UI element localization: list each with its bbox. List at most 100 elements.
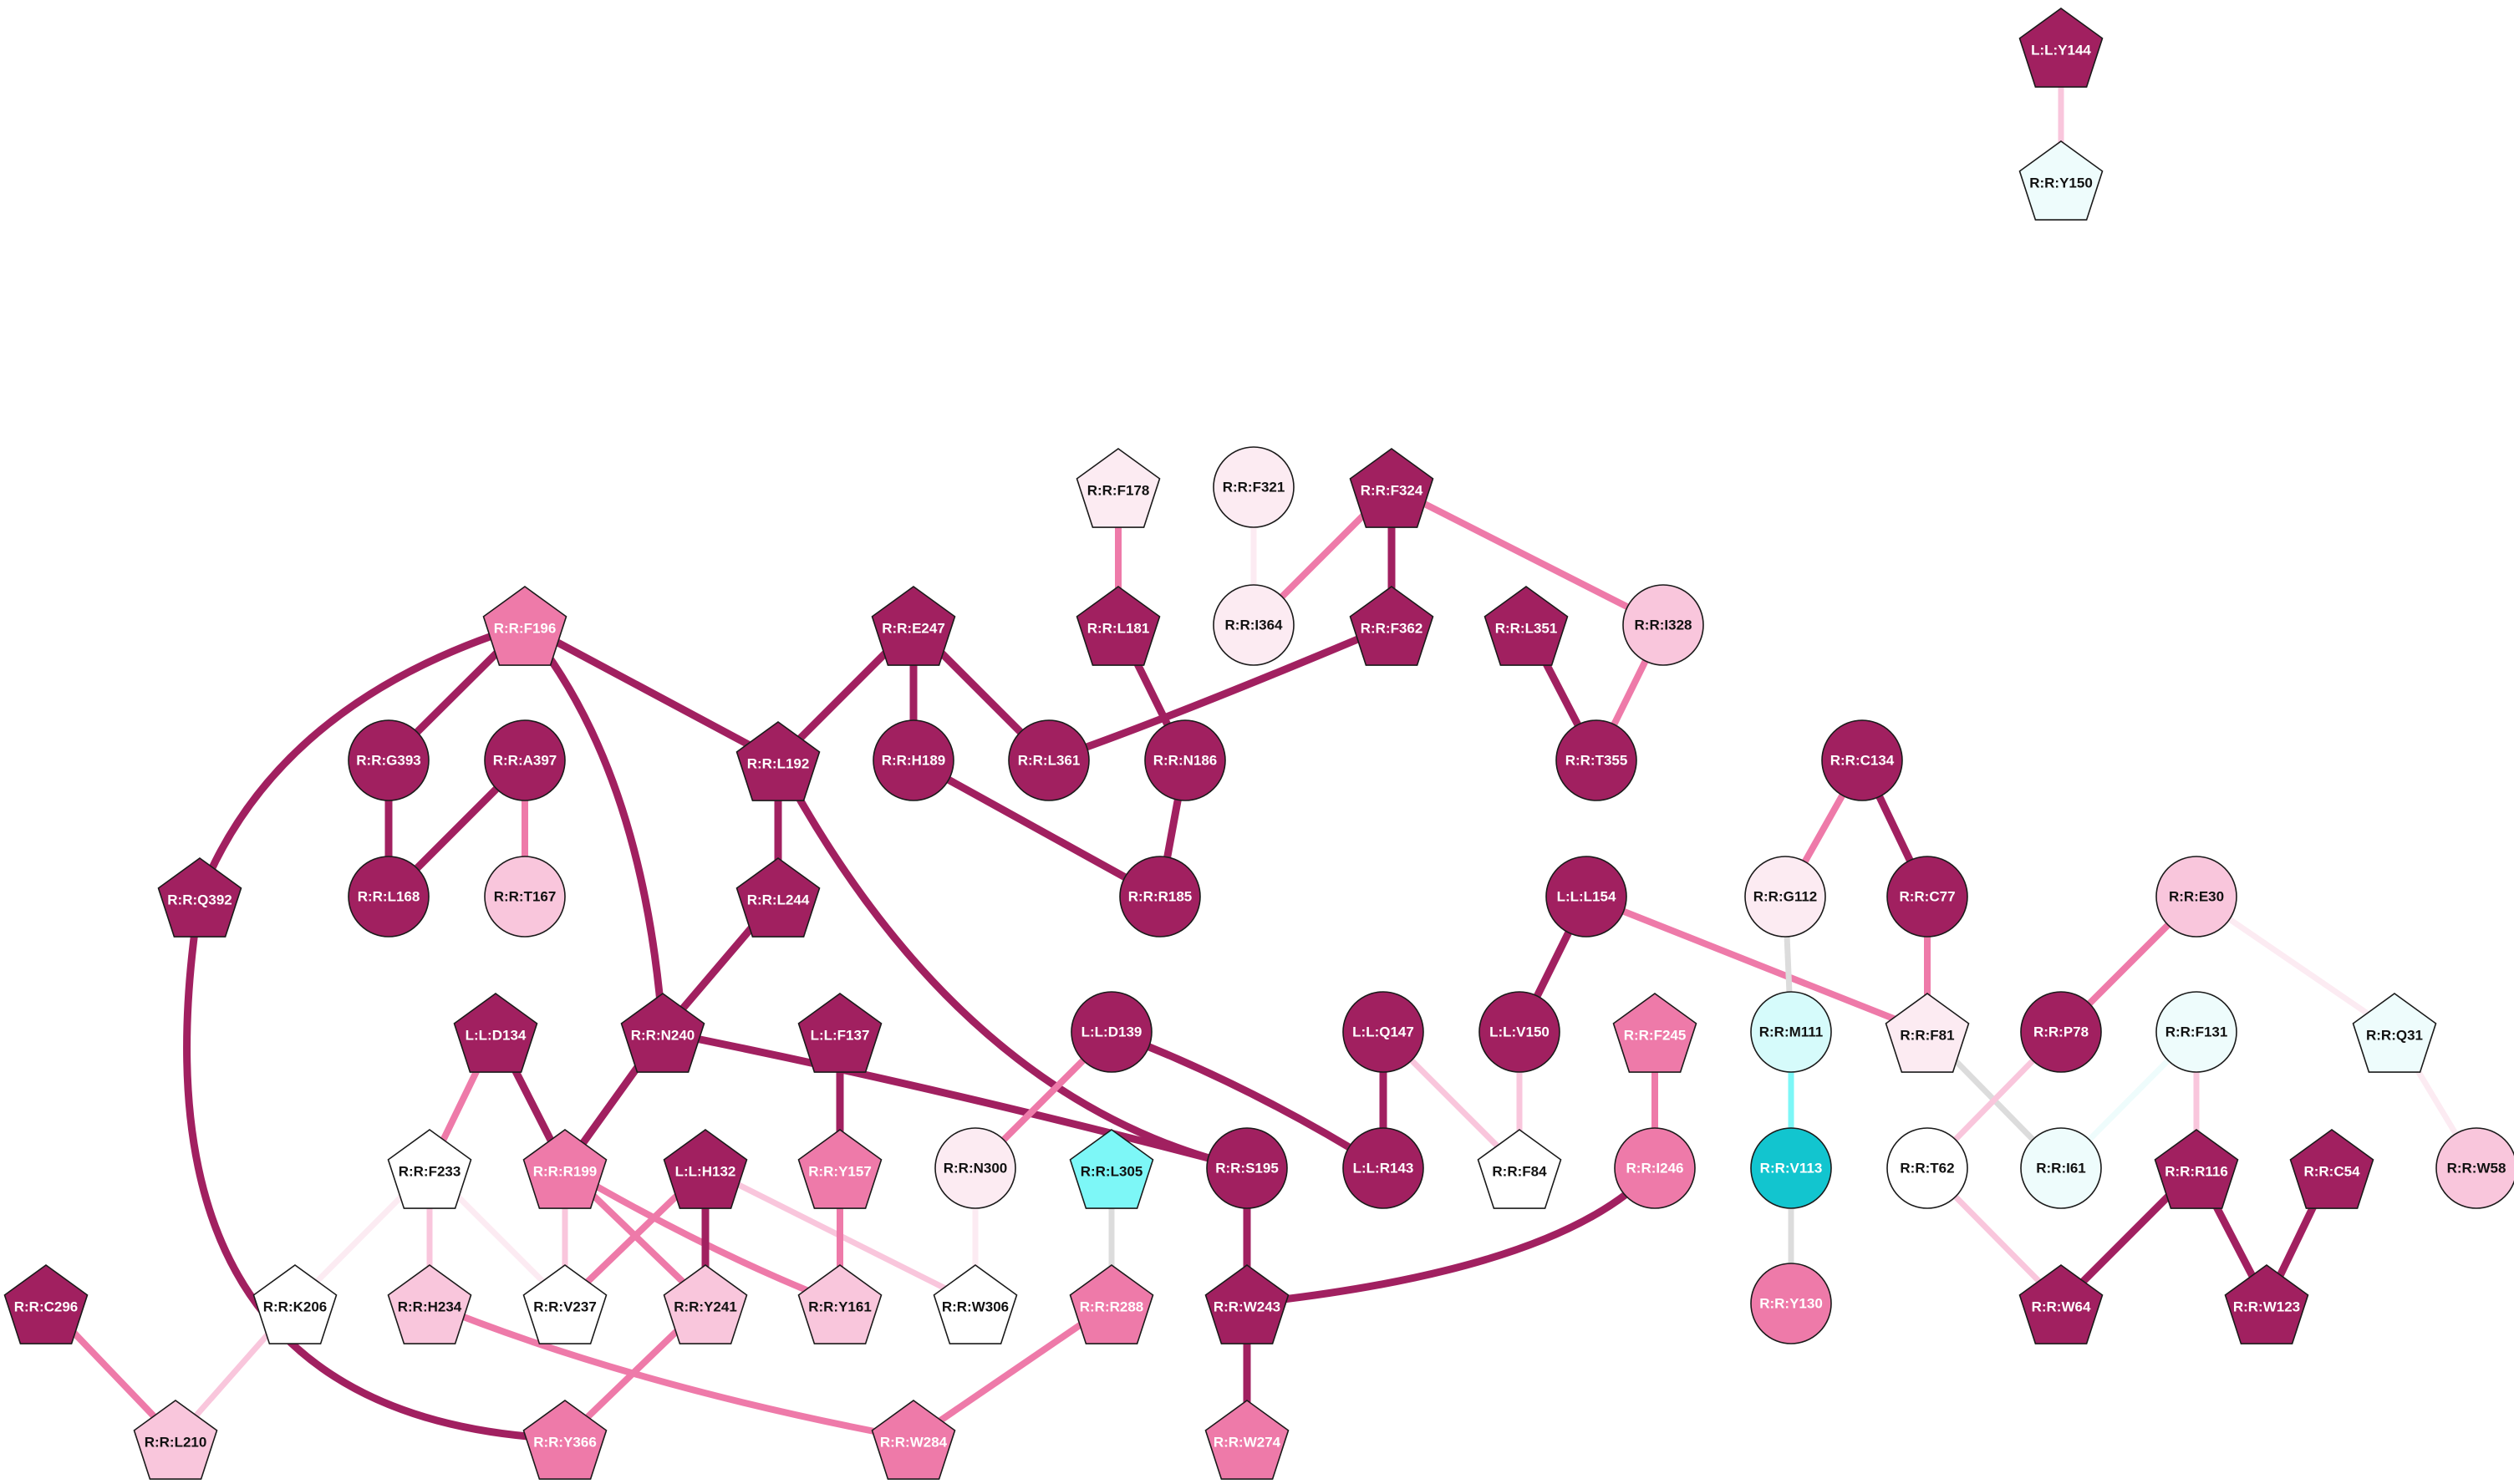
node-circle: [1144, 719, 1226, 801]
edge-r-r-n240-to-r-r-s195: [659, 1028, 1251, 1172]
node-r-r-w64[interactable]: R:R:W64: [2018, 1264, 2104, 1344]
node-label: R:R:I61: [2036, 1161, 2086, 1177]
node-r-r-w58[interactable]: R:R:W58: [2435, 1127, 2514, 1209]
node-r-r-f233[interactable]: R:R:F233: [387, 1129, 472, 1209]
node-label: R:R:Y161: [808, 1299, 872, 1315]
node-r-r-f84[interactable]: R:R:F84: [1477, 1129, 1562, 1209]
node-l-l-y144[interactable]: L:L:Y144: [2018, 8, 2104, 88]
node-l-l-f137[interactable]: L:L:F137: [797, 993, 883, 1073]
node-r-r-v237[interactable]: R:R:V237: [522, 1264, 608, 1344]
edge-r-r-f196-to-r-r-n240: [521, 621, 667, 1036]
node-label: R:R:R185: [1128, 889, 1193, 905]
node-circle: [2155, 991, 2237, 1073]
node-r-r-f245[interactable]: R:R:F245: [1612, 993, 1697, 1073]
node-r-r-w123[interactable]: R:R:W123: [2224, 1264, 2309, 1344]
node-r-r-m111[interactable]: R:R:M111: [1750, 991, 1832, 1073]
node-l-l-r143[interactable]: L:L:R143: [1342, 1127, 1424, 1209]
node-pentagon: [1477, 1129, 1562, 1209]
node-r-r-c134[interactable]: R:R:C134: [1821, 719, 1903, 801]
node-r-r-h189[interactable]: R:R:H189: [873, 719, 954, 801]
node-r-r-l244[interactable]: R:R:L244: [735, 857, 821, 938]
node-r-r-i61[interactable]: R:R:I61: [2020, 1127, 2102, 1209]
node-r-r-v113[interactable]: R:R:V113: [1750, 1127, 1832, 1209]
node-r-r-f131[interactable]: R:R:F131: [2155, 991, 2237, 1073]
node-r-r-e247[interactable]: R:R:E247: [871, 586, 956, 666]
node-l-l-l154[interactable]: L:L:L154: [1545, 856, 1627, 938]
node-pentagon: [2352, 993, 2437, 1073]
node-label: R:R:F131: [2165, 1024, 2228, 1040]
node-r-r-t62[interactable]: R:R:T62: [1886, 1127, 1968, 1209]
node-r-r-y130[interactable]: R:R:Y130: [1750, 1263, 1832, 1344]
node-r-r-y150[interactable]: R:R:Y150: [2018, 140, 2104, 221]
node-r-r-n240[interactable]: R:R:N240: [620, 993, 705, 1073]
node-r-r-l210[interactable]: R:R:L210: [133, 1400, 218, 1480]
node-r-r-n186[interactable]: R:R:N186: [1144, 719, 1226, 801]
node-pentagon: [663, 1264, 748, 1344]
node-r-r-g112[interactable]: R:R:G112: [1744, 856, 1826, 938]
node-label: R:R:W123: [2233, 1299, 2300, 1315]
node-label: R:R:I328: [1635, 617, 1692, 633]
node-r-r-e30[interactable]: R:R:E30: [2155, 856, 2237, 938]
node-l-l-d134[interactable]: L:L:D134: [453, 993, 538, 1073]
node-r-r-f321[interactable]: R:R:F321: [1213, 446, 1295, 528]
node-r-r-n300[interactable]: R:R:N300: [934, 1127, 1016, 1209]
node-r-r-q31[interactable]: R:R:Q31: [2352, 993, 2437, 1073]
node-r-r-l181[interactable]: R:R:L181: [1076, 586, 1161, 666]
node-r-r-l168[interactable]: R:R:L168: [348, 856, 430, 938]
node-r-r-f81[interactable]: R:R:F81: [1885, 993, 1970, 1073]
node-circle: [1886, 856, 1968, 938]
node-r-r-w274[interactable]: R:R:W274: [1204, 1400, 1290, 1480]
node-r-r-l351[interactable]: R:R:L351: [1483, 586, 1569, 666]
node-pentagon: [387, 1129, 472, 1209]
node-r-r-i246[interactable]: R:R:I246: [1614, 1127, 1696, 1209]
node-r-r-r288[interactable]: R:R:R288: [1069, 1264, 1154, 1344]
node-r-r-q392[interactable]: R:R:Q392: [157, 857, 242, 938]
node-r-r-r199[interactable]: R:R:R199: [522, 1129, 608, 1209]
node-r-r-t355[interactable]: R:R:T355: [1555, 719, 1637, 801]
node-r-r-f324[interactable]: R:R:F324: [1349, 448, 1434, 528]
node-r-r-a397[interactable]: R:R:A397: [484, 719, 566, 801]
node-r-r-f362[interactable]: R:R:F362: [1349, 586, 1434, 666]
node-label: L:L:D134: [466, 1028, 527, 1044]
node-r-r-c296[interactable]: R:R:C296: [3, 1264, 89, 1344]
node-circle: [873, 719, 954, 801]
node-label: R:R:F84: [1492, 1164, 1547, 1180]
node-r-r-r116[interactable]: R:R:R116: [2154, 1129, 2239, 1209]
node-r-r-i364[interactable]: R:R:I364: [1213, 584, 1295, 666]
node-r-r-w243[interactable]: R:R:W243: [1204, 1264, 1290, 1344]
node-r-r-l192[interactable]: R:R:L192: [735, 721, 821, 801]
node-l-l-d139[interactable]: L:L:D139: [1071, 991, 1153, 1073]
node-l-l-q147[interactable]: L:L:Q147: [1342, 991, 1424, 1073]
node-r-r-f178[interactable]: R:R:F178: [1076, 448, 1161, 528]
node-r-r-y241[interactable]: R:R:Y241: [663, 1264, 748, 1344]
node-r-r-w306[interactable]: R:R:W306: [933, 1264, 1018, 1344]
node-r-r-y157[interactable]: R:R:Y157: [797, 1129, 883, 1209]
node-r-r-t167[interactable]: R:R:T167: [484, 856, 566, 938]
node-pentagon: [797, 993, 883, 1073]
node-r-r-c54[interactable]: R:R:C54: [2289, 1129, 2374, 1209]
node-circle: [1744, 856, 1826, 938]
node-r-r-g393[interactable]: R:R:G393: [348, 719, 430, 801]
node-r-r-p78[interactable]: R:R:P78: [2020, 991, 2102, 1073]
node-label: R:R:L168: [358, 889, 420, 905]
node-label: R:R:W58: [2447, 1161, 2506, 1177]
node-r-r-l361[interactable]: R:R:L361: [1008, 719, 1090, 801]
node-r-r-l305[interactable]: R:R:L305: [1069, 1129, 1154, 1209]
node-r-r-s195[interactable]: R:R:S195: [1206, 1127, 1288, 1209]
node-r-r-k206[interactable]: R:R:K206: [252, 1264, 338, 1344]
node-r-r-c77[interactable]: R:R:C77: [1886, 856, 1968, 938]
node-pentagon: [2224, 1264, 2309, 1344]
node-label: R:R:C77: [1899, 889, 1955, 905]
node-r-r-y161[interactable]: R:R:Y161: [797, 1264, 883, 1344]
node-l-l-h132[interactable]: L:L:H132: [663, 1129, 748, 1209]
node-label: R:R:P78: [2033, 1024, 2089, 1040]
node-r-r-r185[interactable]: R:R:R185: [1119, 856, 1201, 938]
node-r-r-i328[interactable]: R:R:I328: [1622, 584, 1704, 666]
node-r-r-h234[interactable]: R:R:H234: [387, 1264, 472, 1344]
node-l-l-v150[interactable]: L:L:V150: [1478, 991, 1560, 1073]
node-r-r-w284[interactable]: R:R:W284: [871, 1400, 956, 1480]
node-r-r-f196[interactable]: R:R:F196: [482, 586, 567, 666]
node-pentagon: [522, 1129, 608, 1209]
node-r-r-y366[interactable]: R:R:Y366: [522, 1400, 608, 1480]
node-pentagon: [871, 586, 956, 666]
